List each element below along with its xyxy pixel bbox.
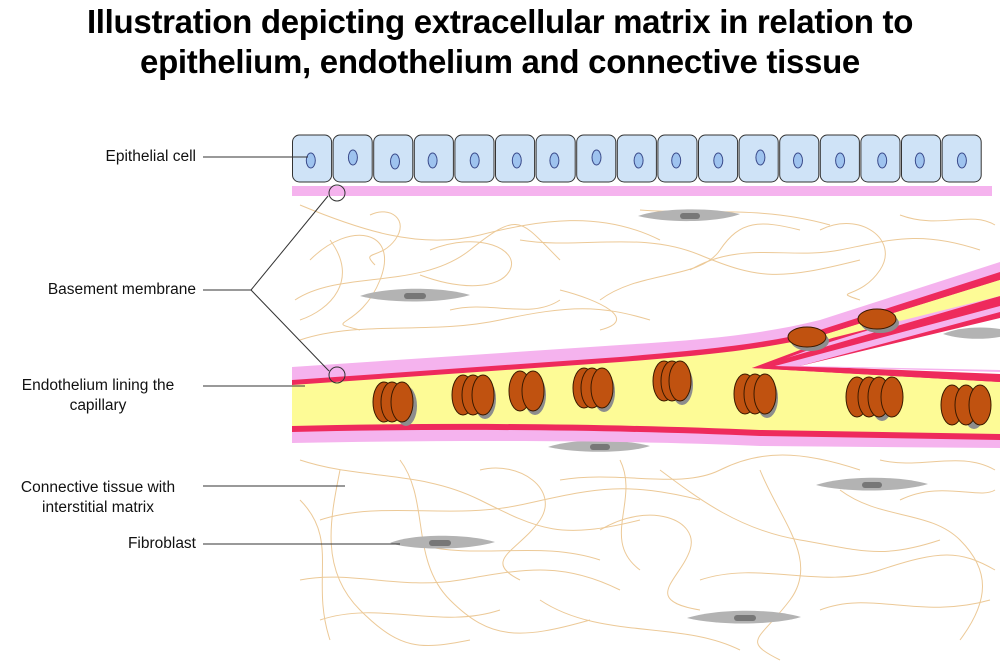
label-fibroblast: Fibroblast [127, 535, 196, 552]
figure-title: Illustration depicting extracellular mat… [0, 2, 1000, 82]
rbc-single [857, 308, 899, 333]
red-blood-cells [372, 308, 992, 429]
epithelial-nucleus [835, 152, 846, 169]
epithelial-nucleus [793, 152, 803, 169]
label-endothelium-line-2: capillary [69, 397, 127, 414]
epithelial-nucleus [671, 152, 682, 169]
epithelium [292, 134, 992, 196]
title-line-2: epithelium, endothelium and connective t… [140, 43, 860, 80]
epithelial-nucleus [549, 152, 560, 169]
rbc-stack [733, 373, 778, 418]
label-basement-membrane: Basement membrane [47, 281, 196, 298]
epithelial-nucleus [713, 152, 724, 169]
epithelial-nucleus [511, 152, 522, 169]
epithelial-nucleus [469, 152, 480, 169]
epithelial-nucleus [755, 149, 766, 166]
fibroblast [360, 288, 470, 302]
rbc-stack [652, 360, 693, 405]
epithelial-nucleus [956, 152, 967, 169]
label-connective-line-2: interstitial matrix [42, 499, 154, 516]
epithelial-nucleus [305, 152, 316, 169]
rbc-stack [451, 374, 496, 419]
epithelial-cells [292, 134, 982, 183]
label-connective-tissue: Connective tissue with interstitial matr… [0, 478, 196, 518]
rbc-stack [572, 367, 615, 412]
epithelial-nucleus [877, 152, 888, 169]
fibroblast [638, 209, 740, 222]
title-line-1: Illustration depicting extracellular mat… [86, 3, 914, 40]
fibroblast [390, 535, 495, 549]
epithelial-nucleus [914, 152, 925, 169]
rbc-single [787, 326, 829, 351]
basement-membrane-marker-capillary [328, 366, 346, 384]
epithelial-nucleus [427, 152, 438, 169]
basement-membrane-marker-top [328, 184, 346, 202]
rbc-stack [940, 384, 992, 429]
fibroblast [687, 610, 801, 624]
epithelial-nucleus [633, 152, 644, 169]
epithelial-nucleus [591, 149, 602, 166]
rbc-stack [508, 370, 546, 415]
fibroblast [548, 440, 650, 452]
fibroblasts [360, 209, 1000, 624]
collagen-fibers [294, 204, 996, 661]
rbc-stack [845, 376, 904, 421]
label-epithelial-cell: Epithelial cell [105, 148, 196, 165]
label-endothelium-line-1: Endothelium lining the [21, 377, 175, 394]
leader-lines [203, 156, 400, 545]
label-connective-line-1: Connective tissue with [20, 479, 176, 496]
epithelial-nucleus [347, 149, 358, 166]
label-endothelium: Endothelium lining the capillary [0, 376, 196, 416]
epithelial-nucleus [390, 153, 400, 170]
rbc-stack [372, 381, 417, 426]
fibroblast [816, 477, 928, 491]
epithelial-basement-membrane [292, 186, 992, 196]
fibroblast [943, 327, 1000, 339]
